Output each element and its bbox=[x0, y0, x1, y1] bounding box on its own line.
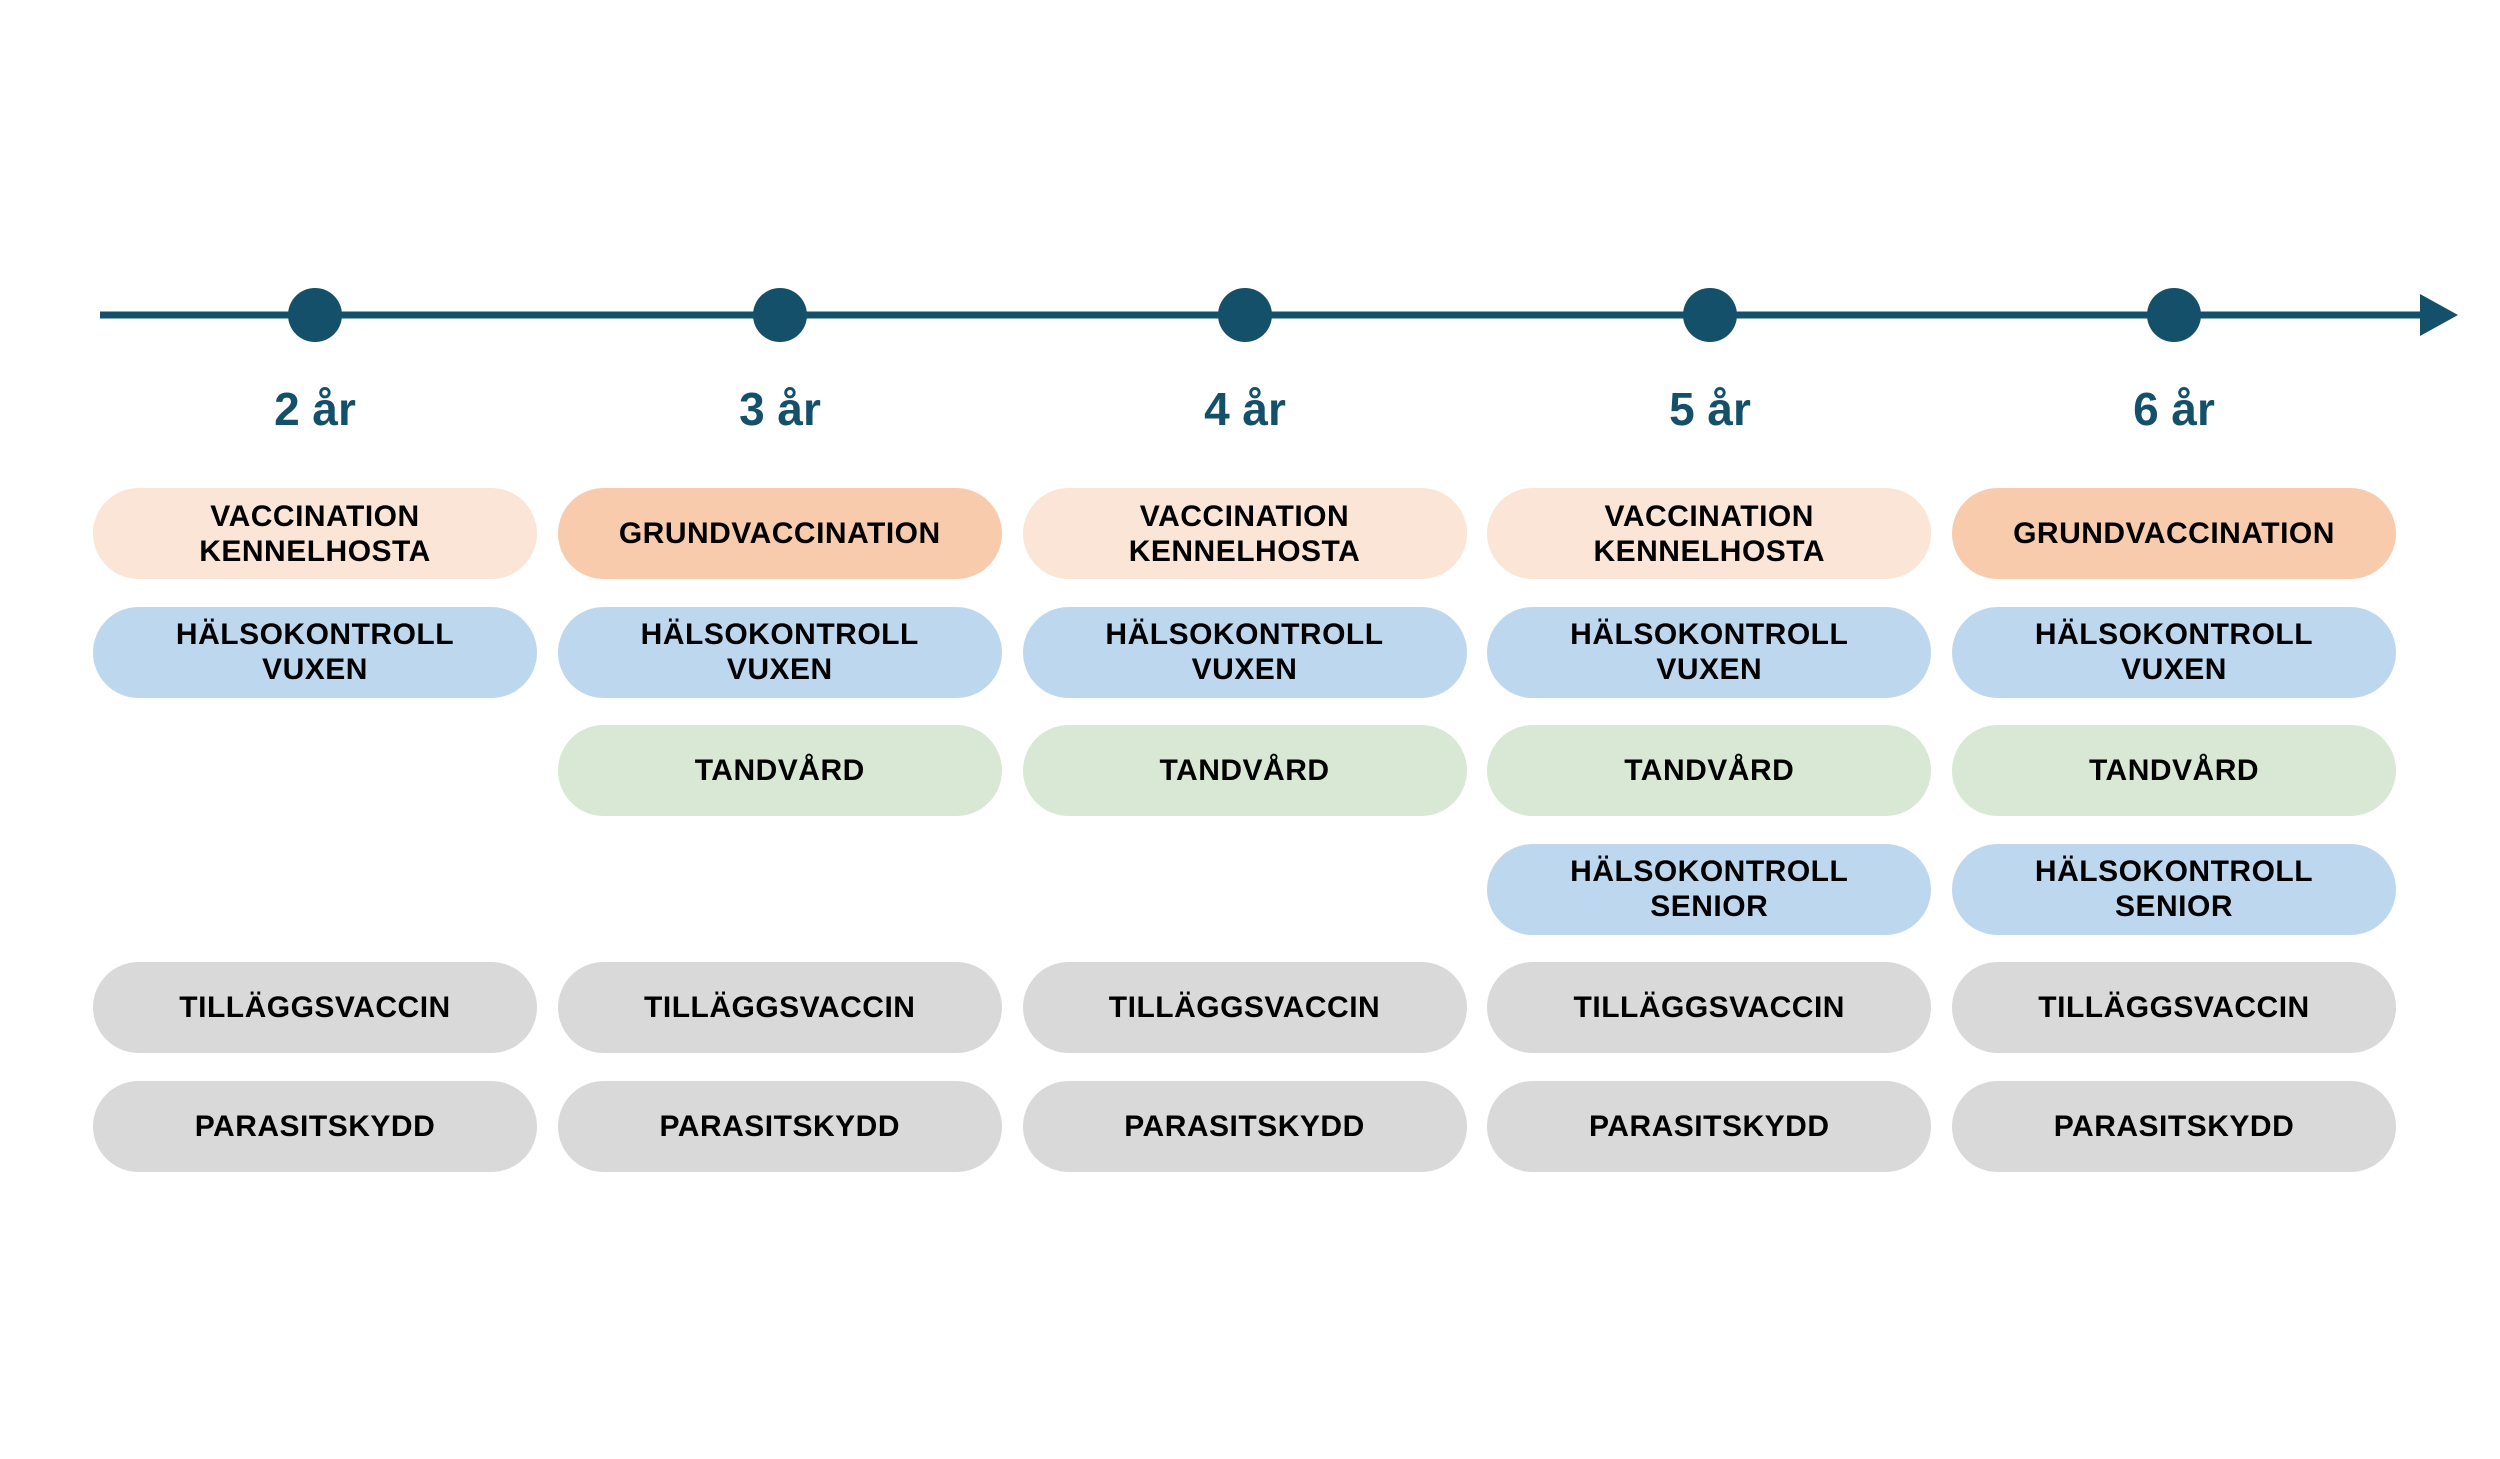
pill-tandvard: TANDVÅRD bbox=[1022, 725, 1467, 816]
timeline-dot bbox=[753, 288, 807, 342]
age-label-4ar: 4 år bbox=[1204, 383, 1286, 435]
pill-parasitskydd: PARASITSKYDD bbox=[93, 1080, 537, 1172]
age-label-3ar: 3 år bbox=[739, 383, 821, 435]
timeline-dot bbox=[2147, 288, 2201, 342]
age-label-5ar: 5 år bbox=[1669, 383, 1751, 435]
pill-vaccination-kennelhosta: VACCINATION KENNELHOSTA bbox=[93, 488, 537, 579]
pill-vaccination-kennelhosta: VACCINATION KENNELHOSTA bbox=[1022, 488, 1467, 579]
pill-halsokontroll-vuxen: HÄLSOKONTROLL VUXEN bbox=[557, 606, 1002, 698]
pill-grid: VACCINATION KENNELHOSTA HÄLSOKONTROLL VU… bbox=[93, 488, 2396, 1172]
pill-halsokontroll-vuxen: HÄLSOKONTROLL VUXEN bbox=[1952, 606, 2396, 698]
pill-tillaggsvaccin: TILLÄGGSVACCIN bbox=[1952, 962, 2396, 1053]
pill-tandvard: TANDVÅRD bbox=[1487, 725, 1932, 816]
pill-tandvard: TANDVÅRD bbox=[1952, 725, 2396, 816]
age-label-2ar: 2 år bbox=[274, 383, 356, 435]
timeline-dot bbox=[288, 288, 342, 342]
timeline-dot bbox=[1683, 288, 1737, 342]
pill-grundvaccination: GRUNDVACCINATION bbox=[557, 488, 1002, 579]
pill-halsokontroll-vuxen: HÄLSOKONTROLL VUXEN bbox=[1022, 606, 1467, 698]
pill-halsokontroll-vuxen: HÄLSOKONTROLL VUXEN bbox=[1487, 606, 1932, 698]
pill-vaccination-kennelhosta: VACCINATION KENNELHOSTA bbox=[1487, 488, 1932, 579]
age-label-6ar: 6 år bbox=[2133, 383, 2215, 435]
pill-tillaggsvaccin: TILLÄGGSVACCIN bbox=[1022, 962, 1467, 1053]
pill-halsokontroll-senior: HÄLSOKONTROLL SENIOR bbox=[1487, 843, 1932, 935]
pill-parasitskydd: PARASITSKYDD bbox=[1952, 1080, 2396, 1172]
timeline-arrowhead-icon bbox=[2420, 294, 2458, 336]
pill-parasitskydd: PARASITSKYDD bbox=[1487, 1080, 1932, 1172]
pill-halsokontroll-senior: HÄLSOKONTROLL SENIOR bbox=[1952, 843, 2396, 935]
timeline-dot bbox=[1218, 288, 1272, 342]
pill-tillaggsvaccin: TILLÄGGSVACCIN bbox=[93, 962, 537, 1053]
pill-tillaggsvaccin: TILLÄGGSVACCIN bbox=[557, 962, 1002, 1053]
pill-grundvaccination: GRUNDVACCINATION bbox=[1952, 488, 2396, 579]
pill-parasitskydd: PARASITSKYDD bbox=[557, 1080, 1002, 1172]
pill-tillaggsvaccin: TILLÄGGSVACCIN bbox=[1487, 962, 1932, 1053]
pill-halsokontroll-vuxen: HÄLSOKONTROLL VUXEN bbox=[93, 606, 537, 698]
pill-tandvard: TANDVÅRD bbox=[557, 725, 1002, 816]
pill-parasitskydd: PARASITSKYDD bbox=[1022, 1080, 1467, 1172]
